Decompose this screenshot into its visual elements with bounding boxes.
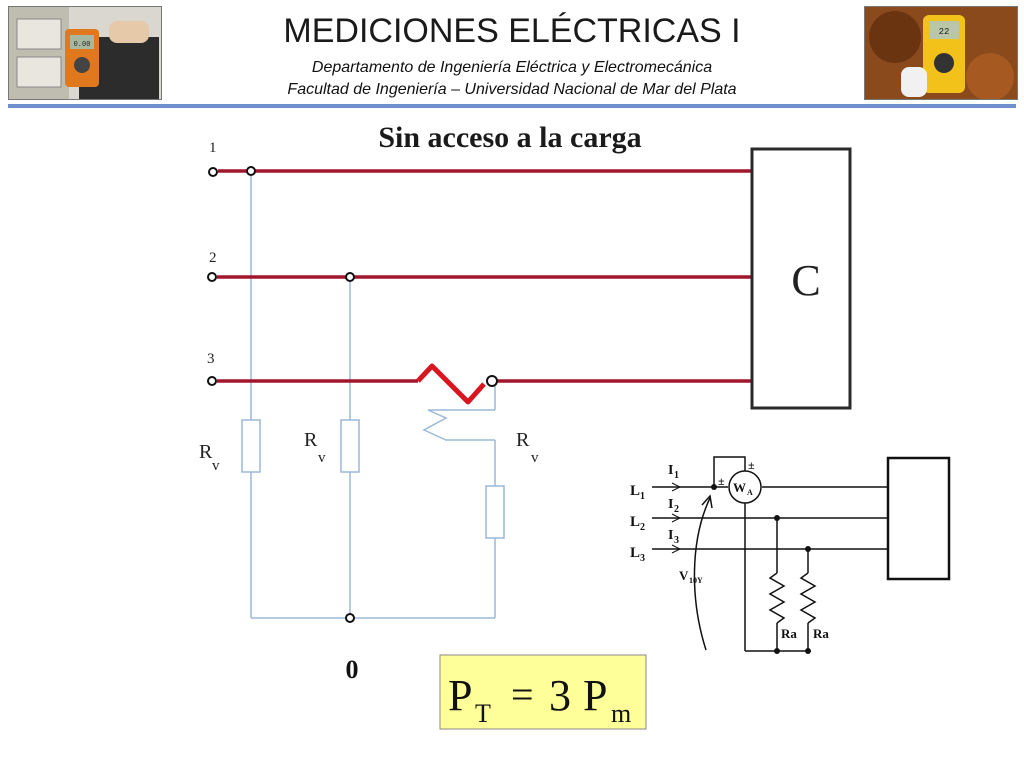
inset-wattmeter-label: W bbox=[733, 480, 746, 495]
resistor-wiring bbox=[250, 176, 496, 619]
inset-current-sub-3: 3 bbox=[674, 535, 679, 546]
node-neutral bbox=[345, 613, 355, 623]
page-title: MEDICIONES ELÉCTRICAS I bbox=[283, 12, 741, 50]
inset-load-box bbox=[886, 456, 951, 581]
neutral-label: 0 bbox=[346, 655, 359, 684]
terminals bbox=[207, 166, 498, 623]
rv-label-2: R bbox=[304, 429, 318, 451]
inset-current-label-1: I bbox=[668, 463, 673, 478]
terminal-3 bbox=[207, 376, 217, 386]
inset-pm-2: ± bbox=[748, 458, 755, 472]
inset-current-sub-2: 2 bbox=[674, 504, 679, 515]
rv-subscript-2: v bbox=[318, 450, 326, 466]
rv-label-1: R bbox=[199, 441, 213, 463]
inset-pm-1: ± bbox=[718, 474, 725, 488]
inset-current-sub-1: 1 bbox=[674, 470, 679, 481]
inset-voltage-sub: 10Y bbox=[689, 576, 703, 585]
inset-ra-label-1: Ra bbox=[781, 626, 797, 641]
inset-line-sub-2: 2 bbox=[640, 522, 645, 533]
rv-label-3: R bbox=[516, 429, 530, 451]
inset-current-label-2: I bbox=[668, 497, 673, 512]
meter-reading: 0.00 bbox=[74, 41, 91, 49]
header-divider bbox=[8, 104, 1016, 108]
node-1 bbox=[246, 166, 256, 176]
inset-line-sub-1: 1 bbox=[640, 491, 645, 502]
node-2 bbox=[345, 272, 355, 282]
rv-subscript-3: v bbox=[531, 450, 539, 466]
inset-current-label-3: I bbox=[668, 528, 673, 543]
formula-equals: = bbox=[511, 672, 534, 717]
inset-voltage-label: V bbox=[679, 568, 689, 583]
terminal-1 bbox=[208, 167, 218, 177]
formula-lhs: P bbox=[448, 671, 472, 720]
resistor-rv-3 bbox=[485, 485, 505, 539]
inset-line-label-1: L bbox=[630, 483, 640, 499]
inset-line-sub-3: 3 bbox=[640, 553, 645, 564]
formula: P T = 3 P m bbox=[448, 671, 631, 728]
department-subtitle: Departamento de Ingeniería Eléctrica y E… bbox=[311, 59, 713, 76]
formula-lhs-subscript: T bbox=[475, 699, 491, 728]
wattmeter-circle bbox=[728, 470, 762, 504]
node-3 bbox=[486, 375, 498, 387]
load-box bbox=[750, 147, 852, 410]
formula-box bbox=[439, 654, 647, 730]
meter-reading: 22 bbox=[939, 27, 950, 37]
formula-rhs-subscript: m bbox=[611, 699, 631, 728]
inset-wattmeter-sub: A bbox=[747, 488, 753, 497]
multimeter-photo-right: 22 bbox=[864, 6, 1018, 100]
formula-coefficient: 3 bbox=[549, 671, 571, 720]
rv-subscript-1: v bbox=[212, 458, 220, 474]
inset-ra-label-2: Ra bbox=[813, 626, 829, 641]
phase-lines bbox=[217, 169, 752, 383]
terminal-2 bbox=[207, 272, 217, 282]
inset-schematic: L 1 L 2 L 3 I 1 I 2 I 3 W A ± ± V 10Y Ra… bbox=[630, 456, 951, 654]
resistor-rv-1 bbox=[241, 419, 261, 473]
resistor-rv-2 bbox=[340, 419, 360, 473]
terminal-label-1: 1 bbox=[209, 140, 217, 156]
diagram-heading: Sin acceso a la carga bbox=[378, 121, 641, 154]
inset-line-label-3: L bbox=[630, 545, 640, 561]
terminal-label-3: 3 bbox=[207, 351, 215, 367]
multimeter-photo-left: 0.00 bbox=[8, 6, 162, 100]
terminal-label-2: 2 bbox=[209, 250, 217, 266]
resistor-labels: R v R v R v bbox=[199, 429, 539, 474]
inset-line-label-2: L bbox=[630, 514, 640, 530]
load-label: C bbox=[791, 256, 820, 305]
formula-rhs: P bbox=[583, 671, 607, 720]
wattmeter-current-coil bbox=[416, 363, 486, 405]
faculty-subtitle: Facultad de Ingeniería – Universidad Nac… bbox=[287, 81, 737, 98]
